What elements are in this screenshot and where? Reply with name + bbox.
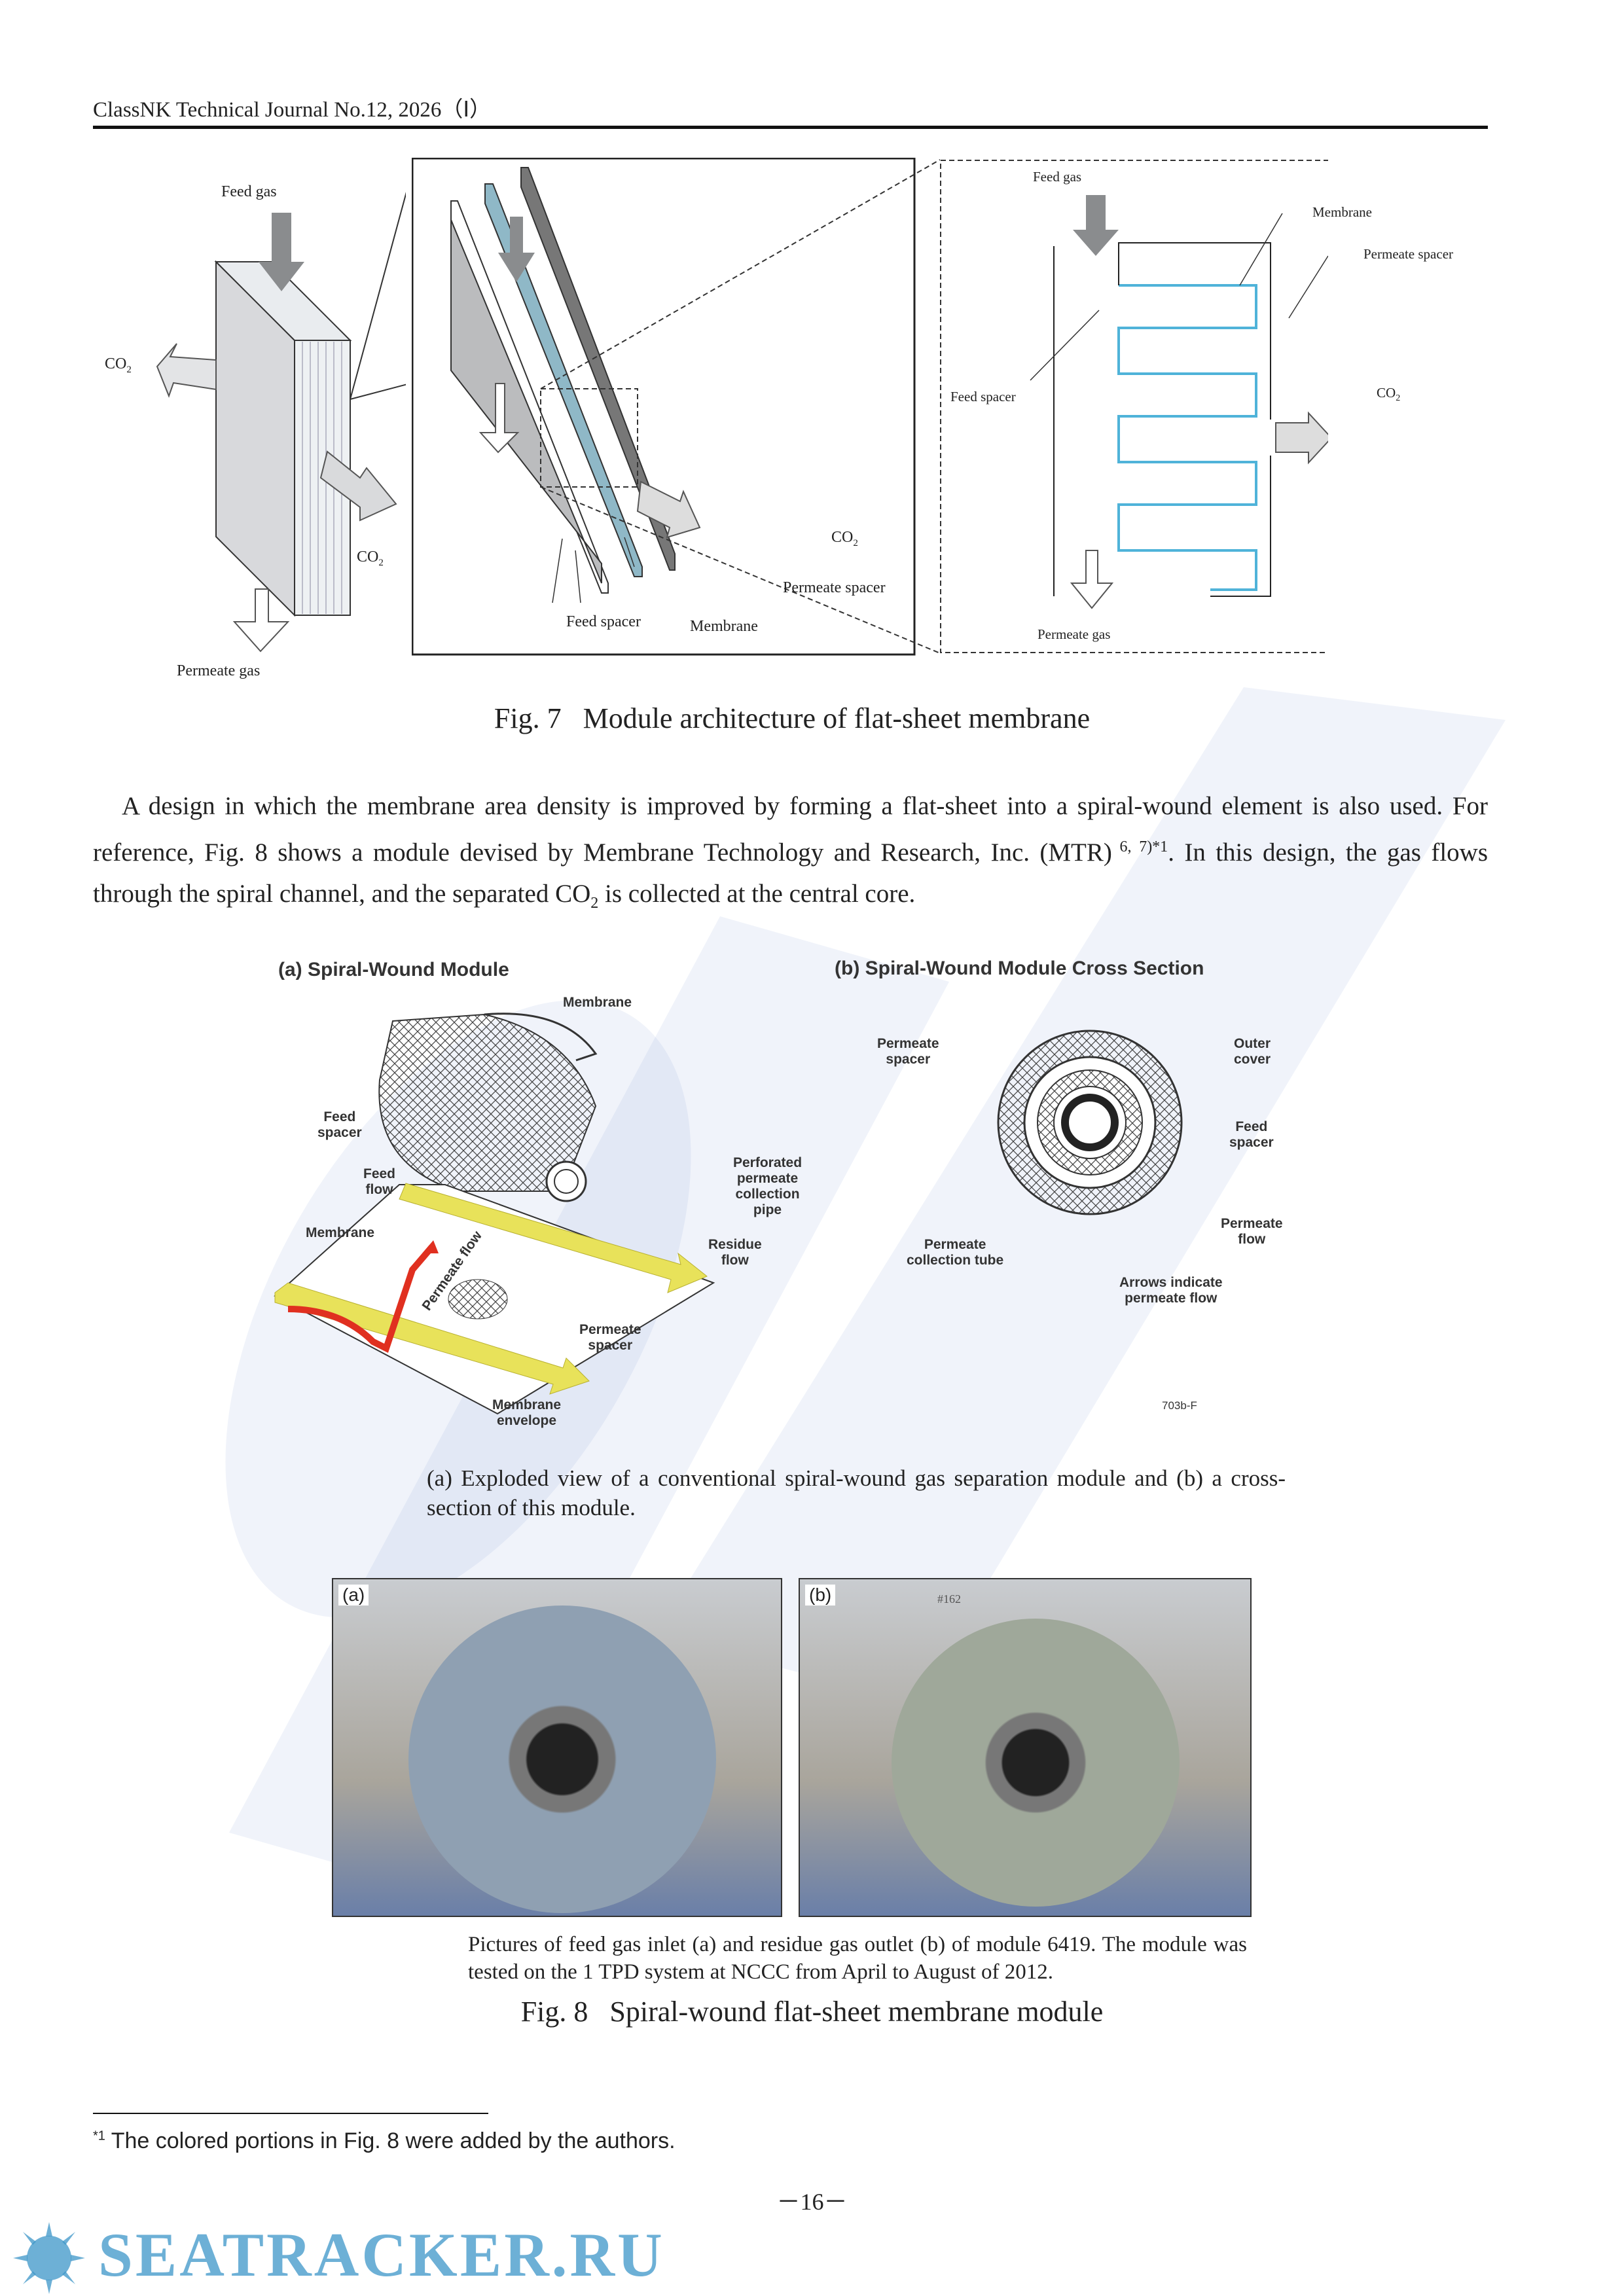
- page-number: －16－: [776, 2189, 848, 2215]
- footnote-mark: *1: [93, 2128, 105, 2144]
- fig7-layer-diagram: [412, 158, 1328, 656]
- fig8a-permeate-spacer: Permeate spacer: [579, 1322, 641, 1354]
- fig8-spiral-diagram: [274, 1013, 1183, 1415]
- fig8a-membrane-left: Membrane: [306, 1225, 375, 1240]
- fig7-right-permeate-gas: Permeate gas: [1038, 626, 1111, 642]
- fig8b-permeate-spacer: Permeate spacer: [877, 1036, 939, 1067]
- footnote: *1 The colored portions in Fig. 8 were a…: [93, 2128, 676, 2154]
- header-rule: [93, 126, 1488, 129]
- footnote-rule: [93, 2113, 488, 2114]
- seatracker-watermark: SEATRACKER.RU: [98, 2220, 665, 2289]
- fig8b-permeate-flow: Permeate flow: [1221, 1216, 1283, 1247]
- fig7-left-co2-b: CO2: [357, 548, 384, 568]
- fig7-mid-feed-spacer: Feed spacer: [566, 613, 641, 630]
- fig8a-perforated-pipe: Perforated permeate collection pipe: [733, 1155, 803, 1218]
- photo-b-tag: #162: [937, 1592, 961, 1605]
- photo-residue-outlet: (b) #162: [799, 1578, 1252, 1917]
- seatracker-sun-logo: [13, 2222, 85, 2294]
- fig8b-collection-tube: Permeate collection tube: [907, 1237, 1004, 1268]
- fig7-stack-diagram: [156, 192, 406, 653]
- fig7-right-co2: CO2: [1377, 385, 1401, 404]
- module-end-b: [892, 1619, 1180, 1907]
- photo-b-label: (b): [805, 1585, 836, 1605]
- body-paragraph: A design in which the membrane area dens…: [93, 792, 1489, 912]
- fig7-caption: Fig. 7 Module architecture of flat-sheet…: [494, 702, 1091, 734]
- fig8-photo-caption: Pictures of feed gas inlet (a) and resid…: [468, 1933, 1247, 1984]
- fig7-right-feed-spacer: Feed spacer: [950, 389, 1016, 404]
- fig8a-feed-spacer: Feed spacer: [317, 1109, 362, 1141]
- photo-feed-inlet: (a): [332, 1578, 782, 1917]
- fig8b-outer-cover: Outer cover: [1234, 1036, 1271, 1067]
- fig7-mid-co2: CO2: [831, 529, 858, 548]
- footnote-text: The colored portions in Fig. 8 were adde…: [105, 2128, 676, 2153]
- fig7-right-membrane: Membrane: [1312, 204, 1372, 220]
- fig8a-membrane-envelope: Membrane envelope: [492, 1397, 562, 1429]
- fig8-diagram-caption: (a) Exploded view of a conventional spir…: [427, 1465, 1286, 1520]
- fig7-left-co2-a: CO2: [105, 355, 132, 375]
- fig8a-residue-flow: Residue flow: [708, 1237, 762, 1268]
- module-end-a: [408, 1605, 716, 1913]
- fig8a-title: (a) Spiral-Wound Module: [278, 959, 509, 980]
- photo-a-label: (a): [338, 1585, 369, 1605]
- fig8a-feed-flow: Feed flow: [363, 1166, 396, 1198]
- fig8b-arrows-note: Arrows indicate permeate flow: [1119, 1275, 1223, 1306]
- fig7-mid-permeate-spacer: Permeate spacer: [783, 579, 886, 596]
- fig8b-title: (b) Spiral-Wound Module Cross Section: [835, 958, 1204, 979]
- fig7-left-feed-gas: Feed gas: [221, 183, 277, 200]
- fig8b-feed-spacer: Feed spacer: [1229, 1119, 1274, 1151]
- fig8b-code: 703b-F: [1162, 1399, 1197, 1412]
- fig7-left-permeate-gas: Permeate gas: [177, 662, 261, 679]
- journal-header: ClassNK Technical Journal No.12, 2026（Ⅰ）: [93, 98, 492, 122]
- fig7-right-permeate-spacer: Permeate spacer: [1363, 246, 1454, 262]
- fig8-caption: Fig. 8 Spiral-wound flat-sheet membrane …: [520, 1996, 1104, 2028]
- fig7-right-feed-gas: Feed gas: [1033, 169, 1082, 185]
- fig7-mid-membrane: Membrane: [690, 618, 758, 635]
- fig8a-membrane-top: Membrane: [563, 995, 632, 1010]
